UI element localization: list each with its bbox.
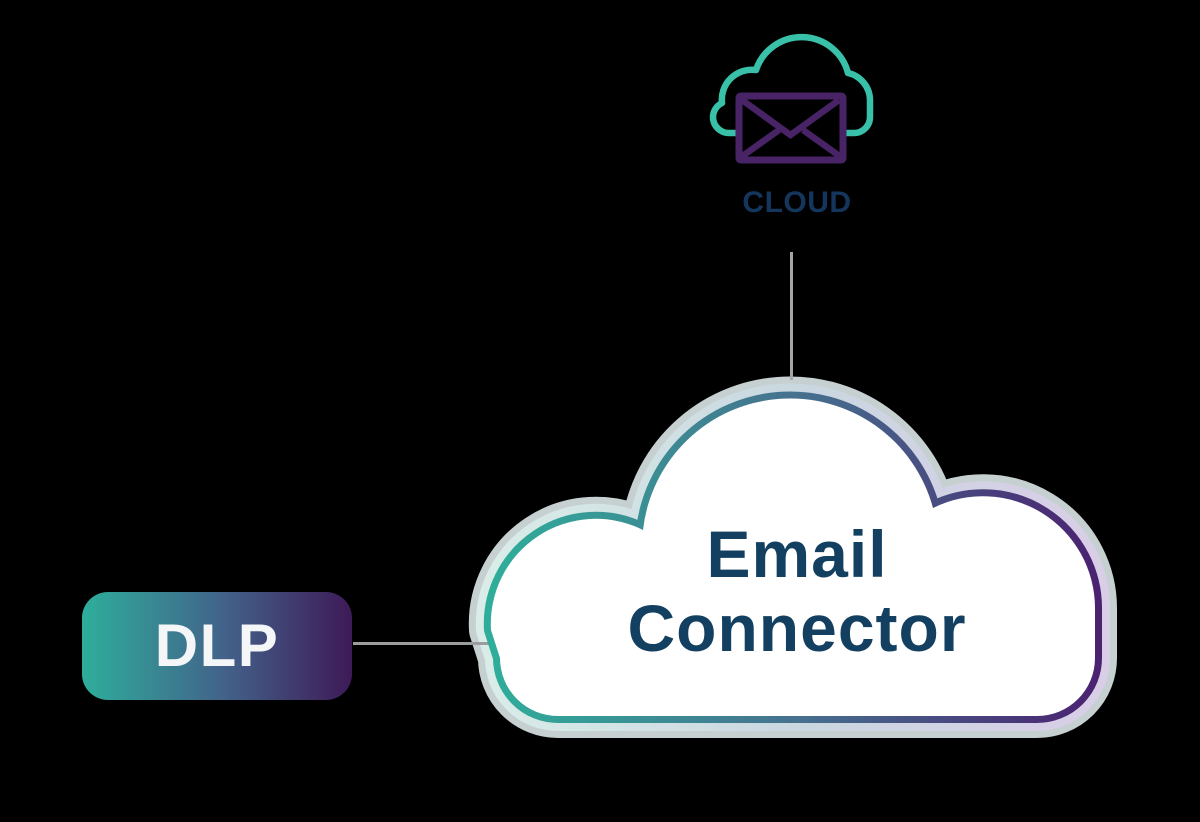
cloud-icon-label: CLOUD (742, 186, 852, 219)
dlp-node-label: DLP (154, 612, 280, 679)
email-connector-title: Email Connector (557, 517, 1037, 665)
email-connector-title-line1: Email (706, 517, 888, 591)
small-cloud-outline (709, 33, 874, 137)
envelope-folds (740, 127, 842, 159)
envelope-flap (740, 97, 841, 140)
email-connector-title-line2: Connector (627, 591, 967, 665)
cloud-fill (490, 398, 1096, 716)
dlp-node: DLP (82, 592, 352, 700)
email-connector-cloud-shape (353, 252, 1117, 738)
envelope-icon (735, 92, 847, 164)
cloud-icon (709, 33, 874, 164)
